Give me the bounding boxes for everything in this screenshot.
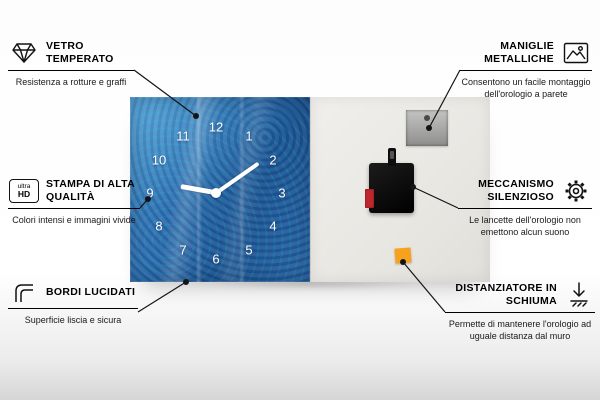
clock-number: 5 <box>245 242 253 258</box>
glass-wall-clock-product: 1 2 3 4 5 6 7 8 9 10 11 12 <box>130 97 490 282</box>
callout-header: VETRO TEMPERATO <box>8 40 134 72</box>
ultra-hd-icon: ultra HD <box>8 179 40 204</box>
down-arrow-icon <box>563 282 595 308</box>
clock-number: 8 <box>155 218 163 234</box>
callout-maniglie-metalliche: MANIGLIE METALLICHE Consentono un facile… <box>460 40 592 101</box>
callout-subtitle: Superficie liscia e sicura <box>24 315 122 325</box>
callout-header: DISTANZIATORE IN SCHIUMA <box>445 282 595 314</box>
mechanism-hook <box>387 148 396 166</box>
callout-title: MECCANISMO SILENZIOSO <box>478 178 554 204</box>
callout-subtitle: Permette di mantenere l'orologio ad ugua… <box>448 319 592 342</box>
minute-hand <box>214 161 260 195</box>
callout-vetro-temperato: VETRO TEMPERATO Resistenza a rotture e g… <box>8 40 134 88</box>
callout-title: DISTANZIATORE IN SCHIUMA <box>455 282 557 308</box>
foam-spacer <box>393 247 412 264</box>
callout-subtitle: Consentono un facile montaggio dell'orol… <box>461 77 591 100</box>
callout-header: MANIGLIE METALLICHE <box>460 40 592 72</box>
callout-title: MANIGLIE METALLICHE <box>484 40 554 66</box>
callout-stampa-alta-qualita: ultra HD STAMPA DI ALTA QUALITÀ Colori i… <box>8 178 140 226</box>
callout-title: BORDI LUCIDATI <box>46 286 136 299</box>
diamond-icon <box>8 42 40 64</box>
callout-title: STAMPA DI ALTA QUALITÀ <box>46 178 135 204</box>
battery <box>364 189 374 208</box>
callout-bordi-lucidati: BORDI LUCIDATI Superficie liscia e sicur… <box>8 282 138 326</box>
clock-number: 7 <box>179 242 187 258</box>
callout-distanziatore-schiuma: DISTANZIATORE IN SCHIUMA Permette di man… <box>445 282 595 343</box>
ultra-hd-icon-label-bottom: HD <box>17 189 31 200</box>
callout-header: BORDI LUCIDATI <box>8 282 138 309</box>
callout-subtitle: Le lancette dell'orologio non emettono a… <box>469 215 581 238</box>
callout-subtitle: Colori intensi e immagini vivide <box>12 215 136 226</box>
clock-number: 9 <box>146 185 154 201</box>
clock-number: 2 <box>269 152 277 168</box>
picture-frame-icon <box>560 42 592 64</box>
clock-center-cap <box>211 188 221 198</box>
callout-title: VETRO TEMPERATO <box>46 40 114 66</box>
clock-number: 4 <box>269 218 277 234</box>
clock-front-panel: 1 2 3 4 5 6 7 8 9 10 11 12 <box>130 97 310 282</box>
clock-mechanism <box>364 148 414 213</box>
clock-number: 12 <box>208 119 224 135</box>
metal-hanger-plate <box>405 110 448 146</box>
callout-header: MECCANISMO SILENZIOSO <box>458 178 592 210</box>
hanger-hole <box>423 115 430 121</box>
clock-number: 6 <box>212 251 220 267</box>
callout-meccanismo-silenzioso: MECCANISMO SILENZIOSO <box>458 178 592 239</box>
clock-number: 3 <box>278 185 286 201</box>
gear-icon <box>560 178 592 204</box>
ultra-hd-icon-label-top: ultra <box>17 182 31 190</box>
callout-header: ultra HD STAMPA DI ALTA QUALITÀ <box>8 178 140 210</box>
clock-number: 11 <box>176 128 190 144</box>
clock-number: 10 <box>151 152 167 168</box>
clock-number: 1 <box>245 128 253 144</box>
rounded-corner-icon <box>8 282 40 304</box>
callout-subtitle: Resistenza a rotture e graffi <box>15 77 127 88</box>
